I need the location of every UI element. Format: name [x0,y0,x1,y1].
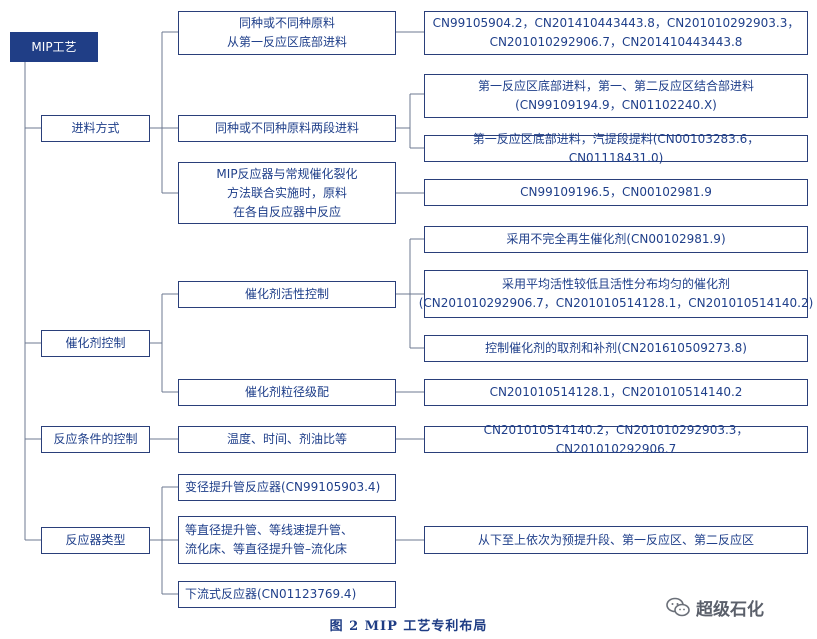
node-line: 方法联合实施时，原料 [226,185,347,200]
category-catalyst: 催化剂控制 [41,330,150,357]
catalyst-activity-c: 控制催化剂的取剂和补剂(CN201610509273.8) [424,335,808,362]
node-line: 催化剂粒径级配 [244,385,329,399]
node-line: 同种或不同种原料 [238,16,335,30]
node-line: 温度、时间、剂油比等 [226,432,347,446]
node-line: 下流式反应器(CN01123769.4) [185,587,357,601]
reactor-equal-diameter-desc: 从下至上依次为预提升段、第一反应区、第二反应区 [424,526,808,554]
node-line: 从第一反应区底部进料 [226,35,347,49]
figure-caption: 图 2 MIP 工艺专利布局 [329,619,488,634]
node-line: 采用不完全再生催化剂(CN00102981.9) [506,232,726,246]
node-line: (CN99109194.9，CN01102240.X) [515,98,717,112]
conditions-node: 温度、时间、剂油比等 [178,426,396,453]
node-line: CN201010292906.7，CN201410443443.8 [489,35,743,49]
node-line: CN99109196.5，CN00102981.9 [520,185,712,199]
feed-combined-node: MIP反应器与常规催化裂化方法联合实施时，原料在各自反应器中反应 [178,162,396,224]
conditions-patents: CN201010514140.2，CN201010292903.3，CN2010… [424,423,808,456]
reactor-equal-diameter: 等直径提升管、等线速提升管、流化床、等直径提升管–流化床 [178,516,396,564]
reactor-variable-diameter: 变径提升管反应器(CN99105903.4) [178,474,396,501]
node-line: 催化剂活性控制 [244,287,329,301]
node-line: 等直径提升管、等线速提升管、 [185,523,354,537]
feed-two-stage-a: 第一反应区底部进料，第一、第二反应区结合部进料 (CN99109194.9，CN0… [424,74,808,118]
node-line: (CN201010292906.7，CN201010514128.1，CN201… [418,296,814,310]
node-line: 采用平均活性较低且活性分布均匀的催化剂 [502,277,731,291]
category-feed: 进料方式 [41,115,150,142]
feed-combined-patents: CN99109196.5，CN00102981.9 [424,179,808,206]
feed-two-stage-node: 同种或不同种原料两段进料 [178,115,396,142]
category-conditions: 反应条件的控制 [41,426,150,453]
node-line: MIP反应器与常规催化裂化 [216,166,358,181]
node-line: 流化床、等直径提升管–流化床 [185,542,348,556]
node-line: 在各自反应器中反应 [232,204,341,219]
category-label: 进料方式 [71,121,120,135]
reactor-downflow: 下流式反应器(CN01123769.4) [178,581,396,608]
node-line: 从下至上依次为预提升段、第一反应区、第二反应区 [477,532,754,547]
catalyst-size-node: 催化剂粒径级配 [178,379,396,406]
node-line: CN99105904.2，CN201410443443.8，CN20101029… [432,16,800,30]
root-label: MIP工艺 [31,39,77,54]
node-line: CN201010514140.2，CN201010292903.3，CN2010… [483,422,749,456]
node-line: 变径提升管反应器(CN99105903.4) [185,480,381,494]
category-label: 反应器类型 [65,533,126,547]
catalyst-activity-b: 采用平均活性较低且活性分布均匀的催化剂 (CN201010292906.7，CN2… [419,270,813,318]
node-line: 同种或不同种原料两段进料 [214,121,359,135]
category-label: 反应条件的控制 [53,432,138,446]
catalyst-activity-node: 催化剂活性控制 [178,281,396,308]
watermark-text: 超级石化 [696,599,764,620]
catalyst-activity-a: 采用不完全再生催化剂(CN00102981.9) [424,226,808,253]
wechat-icon [666,597,690,617]
feed-two-stage-b: 第一反应区底部进料，汽提段提料(CN00103283.6，CN01118431.… [424,132,808,165]
node-line: 第一反应区底部进料，汽提段提料(CN00103283.6，CN01118431.… [472,131,760,165]
category-reactor: 反应器类型 [41,527,150,554]
root-node: MIP工艺 [10,32,98,62]
feed-single-inlet-patents: CN99105904.2，CN201410443443.8，CN20101029… [424,11,808,55]
node-line: 控制催化剂的取剂和补剂(CN201610509273.8) [485,341,747,355]
node-line: 第一反应区底部进料，第一、第二反应区结合部进料 [477,79,754,93]
feed-single-inlet-node: 同种或不同种原料从第一反应区底部进料 [178,11,396,55]
node-line: CN201010514128.1，CN201010514140.2 [489,385,743,399]
category-label: 催化剂控制 [65,336,126,350]
watermark: 超级石化 [666,595,796,620]
catalyst-size-patents: CN201010514128.1，CN201010514140.2 [424,379,808,406]
